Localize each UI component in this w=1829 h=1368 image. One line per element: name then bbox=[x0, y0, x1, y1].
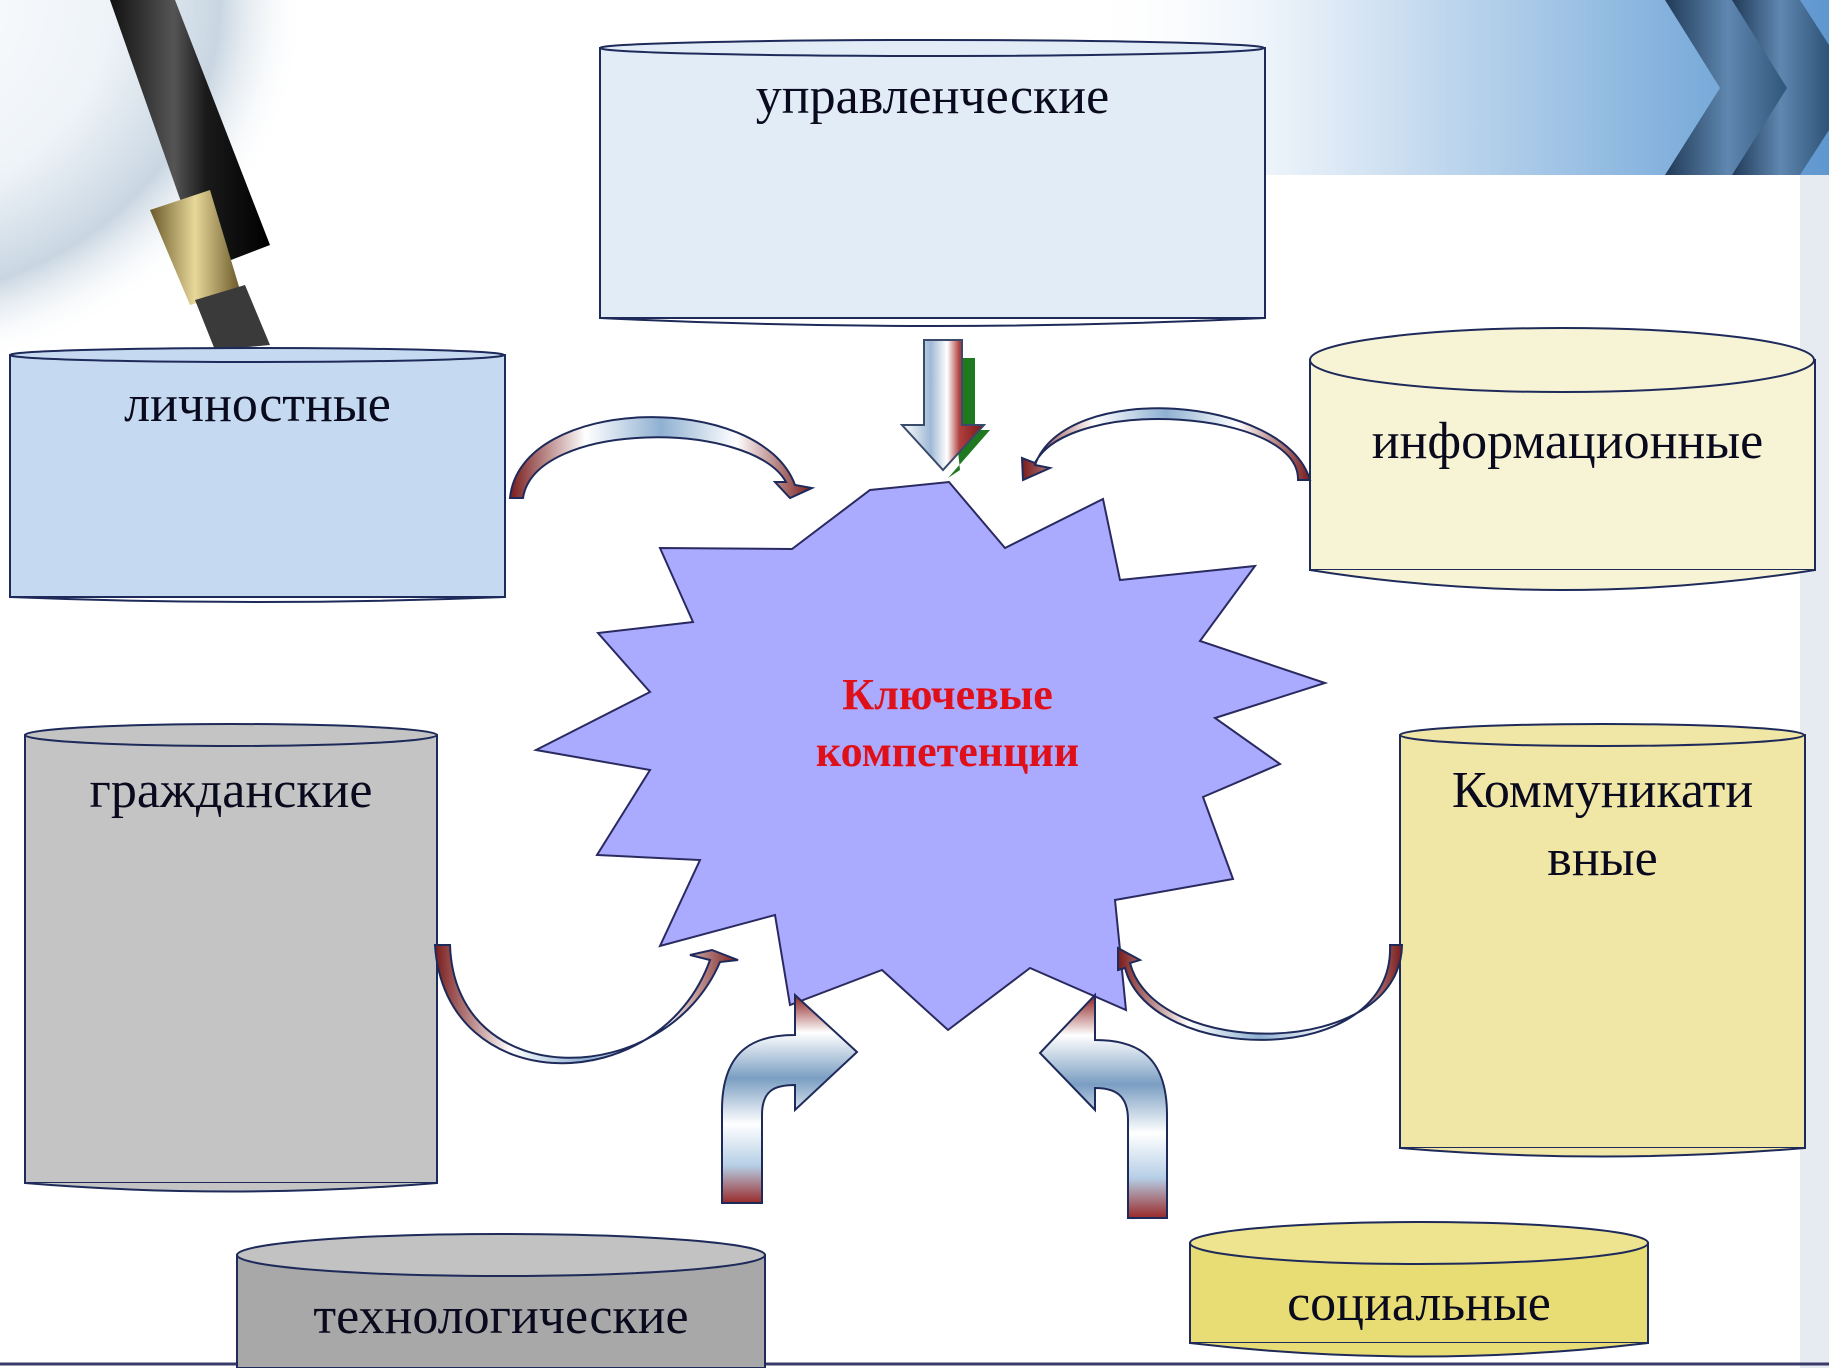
label-communicative: Коммуникати вные bbox=[1400, 757, 1805, 892]
bent-arrow-technological bbox=[721, 992, 859, 1204]
cylinder-personal bbox=[9, 347, 506, 603]
cylinder-communicative bbox=[1399, 723, 1806, 1158]
curved-arrow-civic bbox=[433, 944, 739, 1065]
center-label-line1: Ключевые bbox=[842, 670, 1053, 719]
center-label: Ключевые компетенции bbox=[730, 666, 1165, 780]
bent-arrow-social bbox=[1038, 992, 1168, 1219]
cylinder-managerial bbox=[599, 39, 1266, 327]
curved-arrow-personal bbox=[508, 416, 816, 500]
label-civic: гражданские bbox=[89, 762, 373, 819]
curved-arrow-communicative bbox=[1117, 944, 1404, 1041]
curved-arrow-informational bbox=[1020, 407, 1312, 482]
cylinder-informational bbox=[1309, 327, 1816, 591]
chevron-arrows bbox=[1665, 0, 1829, 175]
label-technological: технологические bbox=[313, 1288, 689, 1345]
cylinder-social bbox=[1189, 1221, 1649, 1358]
label-social: социальные bbox=[1287, 1275, 1551, 1332]
cylinder-technological bbox=[236, 1233, 766, 1368]
down-arrow-top bbox=[899, 339, 990, 478]
label-informational: информационные bbox=[1371, 413, 1764, 470]
cylinder-civic bbox=[24, 723, 438, 1193]
label-personal: личностные bbox=[124, 376, 391, 433]
label-communicative-line2: вные bbox=[1547, 829, 1658, 887]
label-communicative-line1: Коммуникати bbox=[1451, 762, 1754, 819]
pen-image bbox=[110, 0, 270, 350]
center-label-line2: компетенции bbox=[815, 727, 1080, 777]
key-competencies-star bbox=[532, 480, 1329, 1032]
label-managerial: управленческие bbox=[755, 68, 1110, 125]
